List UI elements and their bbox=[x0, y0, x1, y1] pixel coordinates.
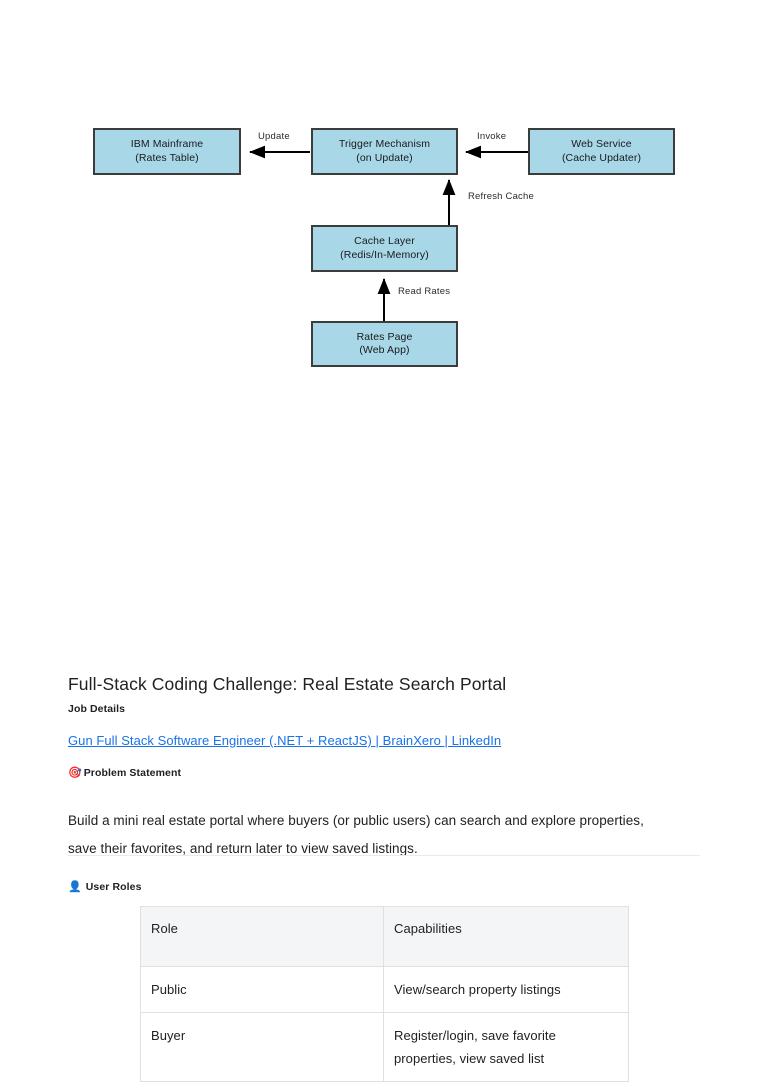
table-row: Buyer Register/login, save favorite prop… bbox=[140, 1012, 629, 1082]
diagram-arrows bbox=[249, 145, 528, 321]
diagram-node-rates-page: Rates Page (Web App) bbox=[311, 321, 458, 367]
user-roles-heading-label: User Roles bbox=[85, 881, 142, 893]
user-roles-table: Role Capabilities Public View/search pro… bbox=[140, 906, 629, 1082]
diagram-node-web-service: Web Service (Cache Updater) bbox=[528, 128, 675, 175]
node-label-line1: Trigger Mechanism bbox=[338, 138, 431, 150]
job-details-heading: Job Details bbox=[68, 703, 126, 715]
node-label-line2: (Cache Updater) bbox=[561, 151, 642, 164]
node-label-line1: Web Service bbox=[571, 138, 632, 150]
node-label-line2: (Redis/In-Memory) bbox=[340, 248, 429, 261]
node-label-line1: IBM Mainframe bbox=[130, 138, 204, 150]
diagram-node-trigger-mechanism: Trigger Mechanism (on Update) bbox=[311, 128, 458, 175]
node-label-line1: Rates Page bbox=[356, 330, 413, 343]
problem-statement-heading: 🎯 Problem Statement bbox=[68, 767, 181, 779]
table-row: Public View/search property listings bbox=[140, 966, 629, 1013]
diagram-node-ibm-mainframe: IBM Mainframe (Rates Table) bbox=[93, 128, 241, 175]
user-roles-heading: 👤 User Roles bbox=[68, 881, 142, 893]
node-label-line1: Cache Layer bbox=[354, 235, 415, 247]
node-label-line2: (on Update) bbox=[356, 151, 413, 164]
architecture-diagram: IBM Mainframe (Rates Table) Trigger Mech… bbox=[0, 0, 768, 420]
column-header-role: Role bbox=[140, 906, 384, 967]
edge-label-refresh-cache: Refresh Cache bbox=[468, 191, 534, 202]
section-divider bbox=[68, 855, 700, 856]
job-posting-link[interactable]: Gun Full Stack Software Engineer (.NET +… bbox=[68, 733, 502, 748]
edge-label-read-rates: Read Rates bbox=[398, 286, 451, 297]
node-label-line2: (Web App) bbox=[359, 344, 410, 356]
problem-statement-text: Build a mini real estate portal where bu… bbox=[68, 812, 644, 856]
person-icon: 👤 bbox=[68, 880, 82, 893]
page-title: Full-Stack Coding Challenge: Real Estate… bbox=[68, 673, 507, 694]
cell-role: Buyer bbox=[140, 1012, 384, 1082]
column-header-capabilities: Capabilities bbox=[383, 906, 629, 967]
cell-capabilities: Register/login, save favorite properties… bbox=[383, 1012, 629, 1082]
table-header-row: Role Capabilities bbox=[140, 906, 629, 967]
cell-role: Public bbox=[140, 966, 384, 1013]
edge-label-invoke: Invoke bbox=[477, 131, 507, 142]
target-icon: 🎯 bbox=[68, 766, 82, 779]
diagram-node-cache-layer: Cache Layer (Redis/In-Memory) bbox=[311, 225, 458, 272]
node-label-line2: (Rates Table) bbox=[135, 151, 199, 164]
problem-statement-heading-label: Problem Statement bbox=[83, 767, 182, 779]
edge-label-update: Update bbox=[258, 131, 290, 142]
cell-capabilities: View/search property listings bbox=[383, 966, 629, 1013]
